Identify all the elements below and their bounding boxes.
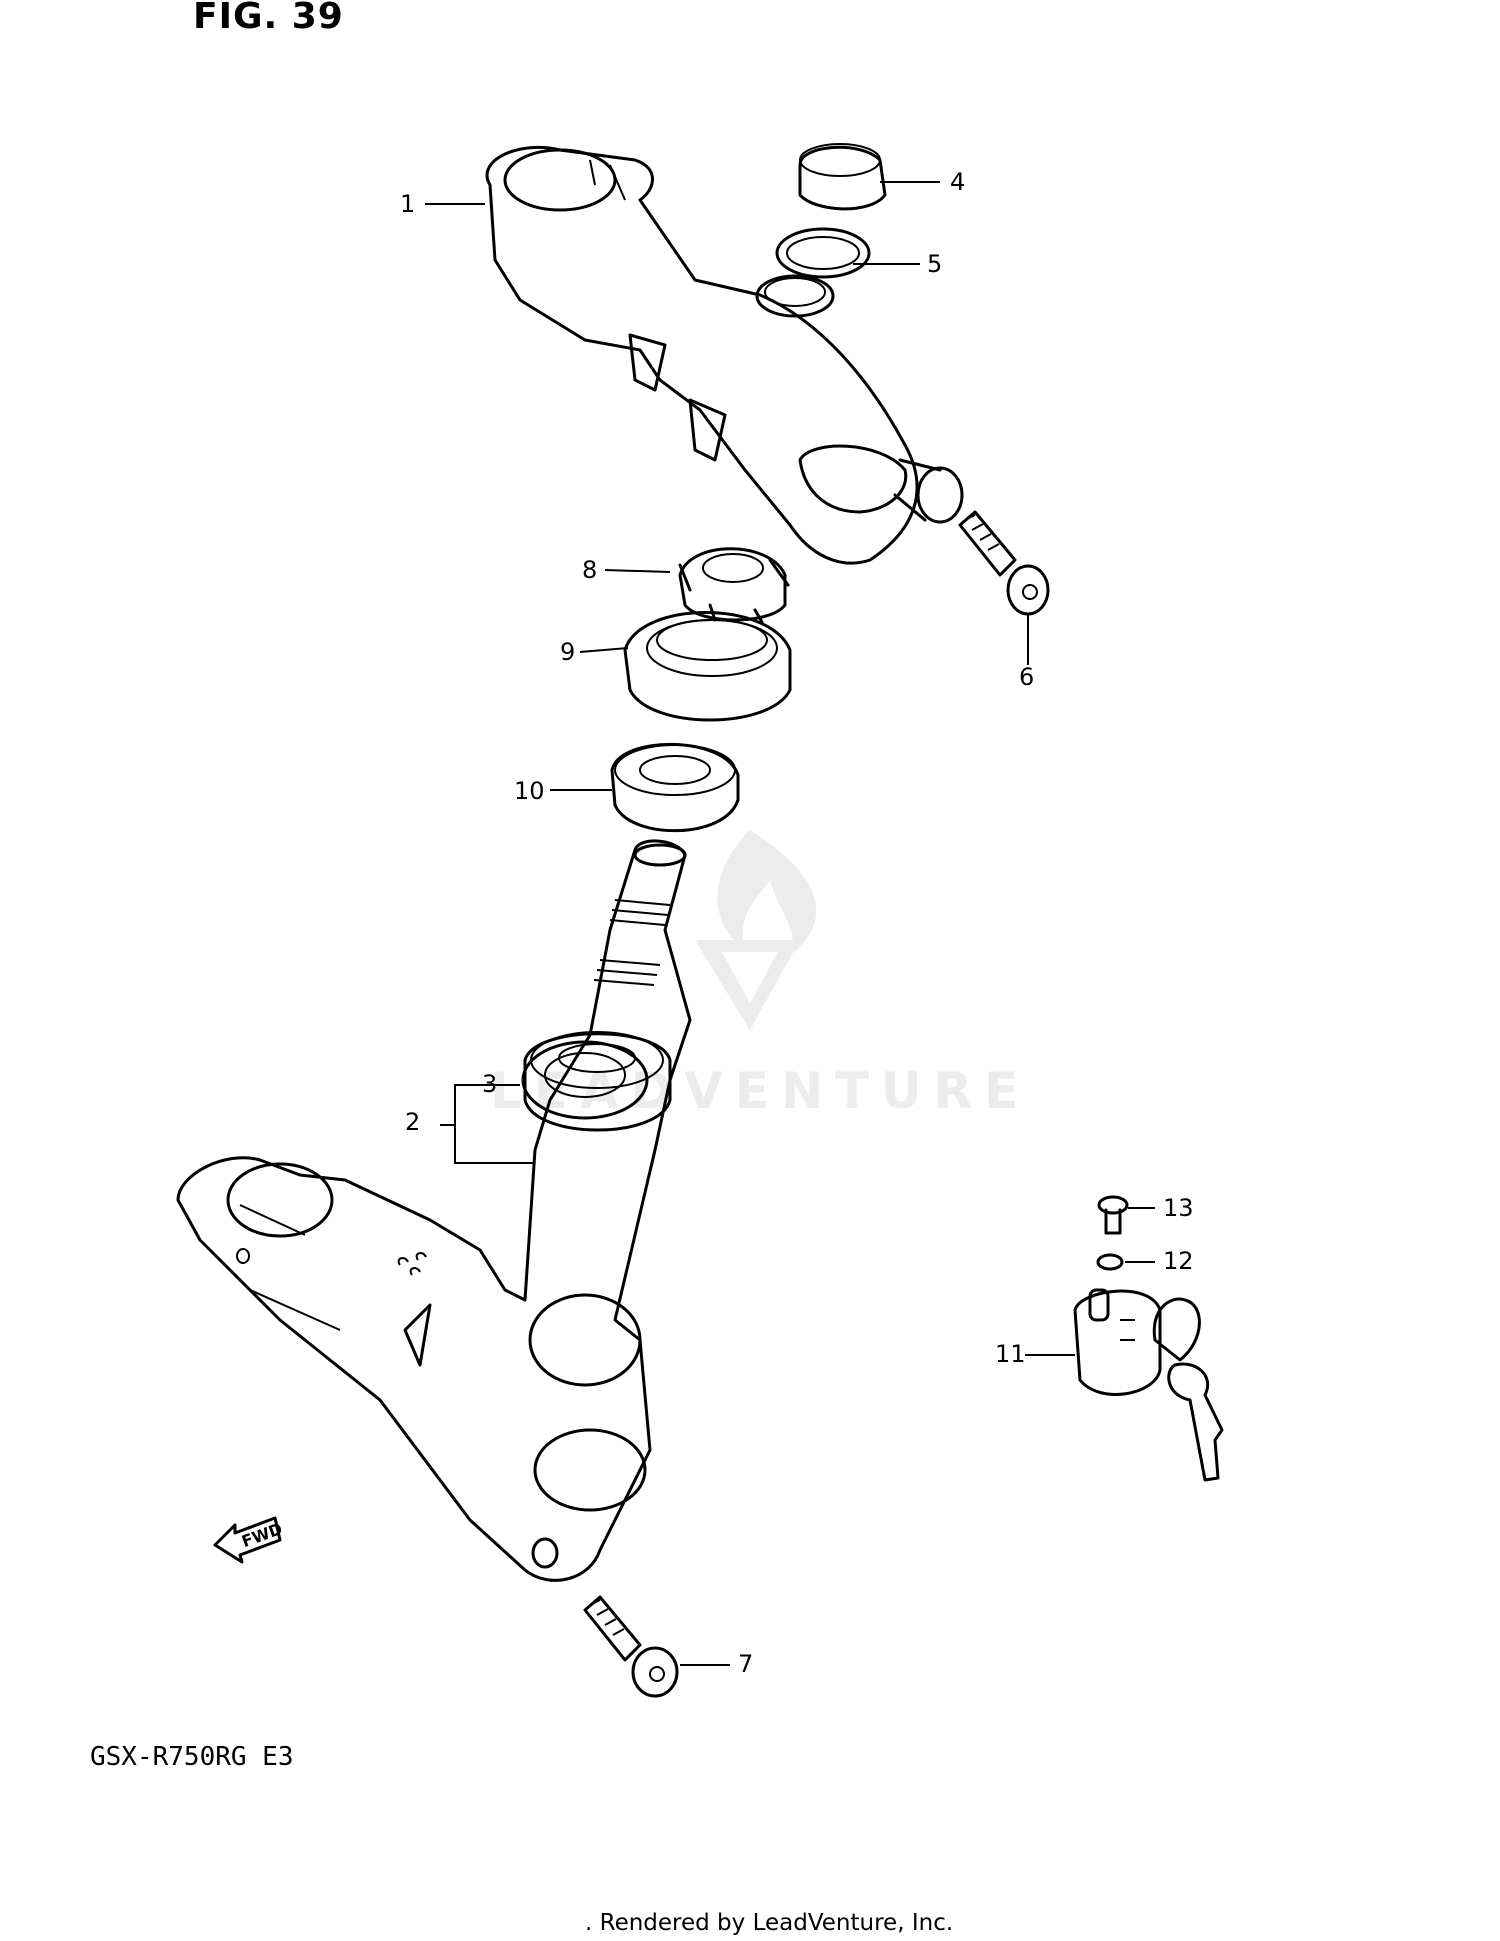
screw-13-part xyxy=(1097,1195,1129,1235)
footer-credit: . Rendered by LeadVenture, Inc. xyxy=(585,1910,954,1936)
bolt-6-part xyxy=(958,510,1050,616)
lower-bracket-part xyxy=(176,839,692,1582)
callout-12: 12 xyxy=(1163,1247,1194,1275)
leader-lines xyxy=(425,181,1155,1666)
callout-8: 8 xyxy=(582,556,598,584)
steering-nut-part xyxy=(678,547,790,624)
watermark-logo xyxy=(695,830,817,1030)
callout-5: 5 xyxy=(927,250,943,278)
upper-bracket-part xyxy=(485,145,964,565)
dust-seal-part xyxy=(623,611,792,722)
callout-9: 9 xyxy=(560,638,576,666)
callout-3: 3 xyxy=(482,1070,498,1098)
callout-2: 2 xyxy=(405,1108,421,1136)
callout-4: 4 xyxy=(950,168,966,196)
callout-10: 10 xyxy=(514,777,545,805)
callout-6: 6 xyxy=(1019,663,1035,691)
callout-7: 7 xyxy=(738,1650,754,1678)
watermark: LEADVENTURE xyxy=(490,1062,1031,1120)
bolt-7-part xyxy=(583,1595,679,1698)
bearing-3-part xyxy=(523,1031,672,1132)
bearing-10-part xyxy=(610,742,740,833)
model-label: GSX-R750RG E3 xyxy=(90,1742,294,1772)
figure-title: FIG. 39 xyxy=(193,0,344,37)
fwd-arrow-icon: FWD xyxy=(213,1516,285,1564)
callout-13: 13 xyxy=(1163,1194,1194,1222)
callout-1: 1 xyxy=(400,190,416,218)
steering-lock-part xyxy=(1073,1288,1224,1482)
callout-11: 11 xyxy=(995,1340,1026,1368)
washer-12-part xyxy=(1096,1253,1124,1271)
washer-part xyxy=(775,227,871,279)
cap-part xyxy=(798,143,887,211)
